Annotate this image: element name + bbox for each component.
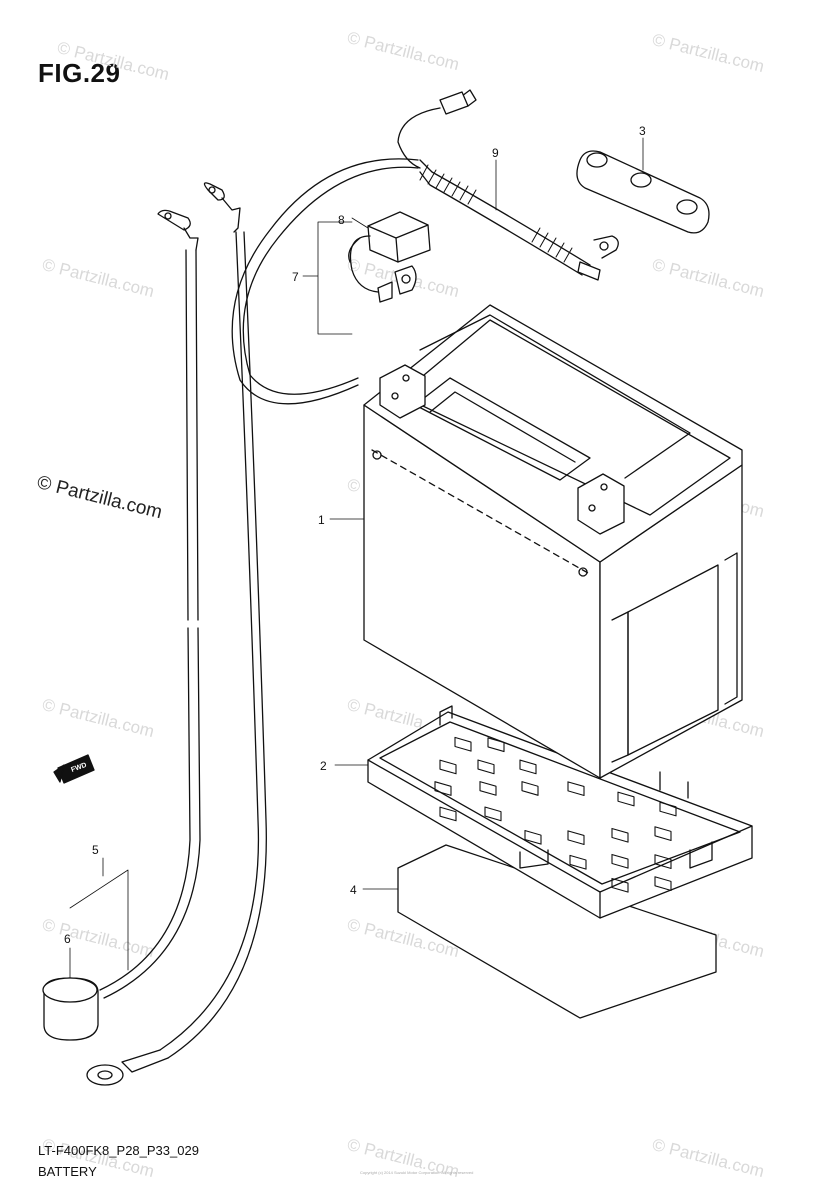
callout-6: 6: [64, 932, 71, 946]
callout-4: 4: [350, 883, 357, 897]
battery-positive-cable: [231, 158, 419, 405]
callout-5: 5: [92, 843, 99, 857]
forward-direction-arrow-icon: FWD: [53, 754, 95, 784]
part-2-battery-tray: [367, 705, 753, 919]
figure-name: BATTERY: [38, 1164, 97, 1179]
figure-title: FIG.29: [38, 58, 121, 88]
figure-code: LT-F400FK8_P28_P33_029: [38, 1143, 199, 1158]
callout-9: 9: [492, 146, 499, 160]
copyright-notice: Copyright (c) 2014 Suzuki Motor Corporat…: [360, 1170, 474, 1175]
callout-2: 2: [320, 759, 327, 773]
cable-sleeve-ribs: [419, 164, 573, 263]
callout-7: 7: [292, 270, 299, 284]
negative-cable: [99, 209, 201, 999]
callout-3: 3: [639, 124, 646, 138]
callout-leaders: [69, 137, 644, 979]
part-6-terminal-boot: [42, 977, 99, 1041]
part-1-battery: [363, 304, 743, 779]
ground-cable: [86, 182, 267, 1086]
part-7-relay-lead: [348, 235, 417, 303]
callout-1: 1: [318, 513, 325, 527]
part-9-relay-lead: [397, 89, 619, 281]
callout-numbers: 1 2 3 4 5 6 7 8 9: [64, 124, 646, 946]
part-8-relay-cap: [367, 211, 431, 263]
callout-8: 8: [338, 213, 345, 227]
part-4-battery-pad: [397, 844, 717, 1019]
part-3-terminal-plate: [576, 150, 710, 234]
tray-slots: [434, 736, 677, 893]
